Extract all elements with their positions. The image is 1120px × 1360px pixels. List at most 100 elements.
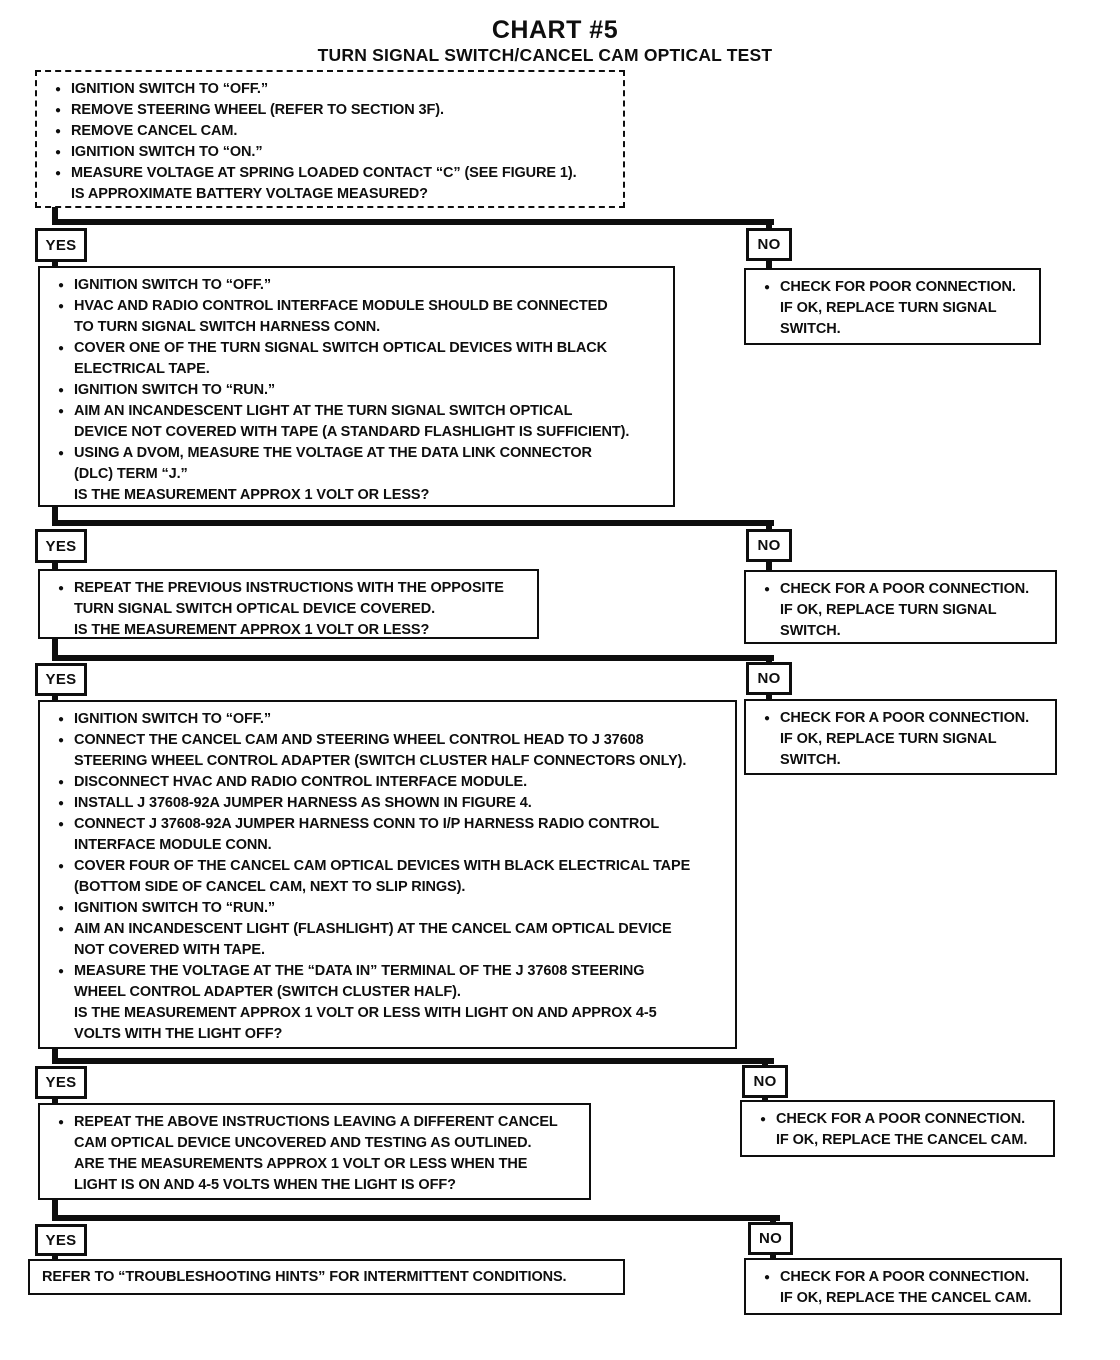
bullet-icon: ● [58, 798, 64, 809]
bullet-item: ● COVER ONE OF THE TURN SIGNAL SWITCH OPT… [48, 338, 667, 380]
bullet-list: ●CHECK FOR A POOR CONNECTION. IF OK, REP… [754, 579, 1049, 642]
bullet-icon: ● [764, 713, 770, 724]
bullet-text: CONNECT THE CANCEL CAM AND STEERING WHEE… [74, 732, 687, 769]
bullet-text: IGNITION SWITCH TO “RUN.” [74, 382, 276, 398]
bullet-icon: ● [55, 105, 61, 116]
connector-stub [766, 526, 772, 531]
bullet-list: ●REPEAT THE ABOVE INSTRUCTIONS LEAVING A… [48, 1112, 583, 1154]
connector-stub [52, 1049, 58, 1060]
decision-question: IS THE MEASUREMENT APPROX 1 VOLT OR LESS… [74, 622, 430, 638]
bullet-icon: ● [58, 583, 64, 594]
bullet-icon: ● [58, 903, 64, 914]
connector-stub [52, 507, 58, 522]
bullet-item: ● REMOVE STEERING WHEEL (REFER TO SECTION… [45, 100, 617, 121]
bullet-list: ●IGNITION SWITCH TO “OFF.”●CONNECT THE C… [48, 709, 729, 1003]
bullet-item: ● COVER FOUR OF THE CANCEL CAM OPTICAL DE… [48, 856, 729, 898]
bullet-item: ●CONNECT THE CANCEL CAM AND STEERING WHE… [48, 730, 729, 772]
bullet-item: ●IGNITION SWITCH TO “OFF.” [45, 79, 617, 100]
no-result-box-2: ●CHECK FOR A POOR CONNECTION. IF OK, REP… [744, 570, 1057, 644]
bullet-icon: ● [58, 385, 64, 396]
bullet-text: CONNECT J 37608-92A JUMPER HARNESS CONN … [74, 816, 660, 853]
troubleshooting-hints-box: REFER TO “TROUBLESHOOTING HINTS” FOR INT… [28, 1259, 625, 1295]
bullet-text: COVER FOUR OF THE CANCEL CAM OPTICAL DEV… [74, 858, 691, 895]
procedure-box-4: ●IGNITION SWITCH TO “OFF.”●CONNECT THE C… [38, 700, 737, 1049]
bullet-icon: ● [58, 714, 64, 725]
bullet-list: ●IGNITION SWITCH TO “OFF.”●REMOVE STEERI… [45, 79, 617, 184]
bullet-item: ●IGNITION SWITCH TO “RUN.” [48, 898, 729, 919]
connector-stub [52, 696, 58, 702]
bullet-text: CHECK FOR A POOR CONNECTION. IF OK, REPL… [776, 1111, 1028, 1148]
bullet-item: ●DISCONNECT HVAC AND RADIO CONTROL INTER… [48, 772, 729, 793]
bullet-list: ● CHECK FOR A POOR CONNECTION. IF OK, REP… [750, 1109, 1047, 1151]
bullet-icon: ● [55, 147, 61, 158]
bullet-text: MEASURE VOLTAGE AT SPRING LOADED CONTACT… [71, 165, 577, 181]
bullet-icon: ● [55, 126, 61, 137]
connector-stub [52, 639, 58, 657]
no-result-box-5: ● CHECK FOR A POOR CONNECTION. IF OK, REP… [744, 1258, 1062, 1315]
yes-label: YES [35, 228, 87, 262]
bullet-item: ●REPEAT THE ABOVE INSTRUCTIONS LEAVING A… [48, 1112, 583, 1154]
no-result-box-1: ●CHECK FOR POOR CONNECTION. IF OK, REPLA… [744, 268, 1041, 345]
bullet-list: ●CHECK FOR POOR CONNECTION. IF OK, REPLA… [754, 277, 1033, 340]
bullet-text: REMOVE STEERING WHEEL (REFER TO SECTION … [71, 102, 444, 118]
bullet-item: ●CHECK FOR A POOR CONNECTION. IF OK, REP… [754, 579, 1049, 642]
bullet-icon: ● [55, 84, 61, 95]
bullet-item: ●IGNITION SWITCH TO “OFF.” [48, 275, 667, 296]
yes-label: YES [35, 1224, 87, 1256]
bullet-list: ● CHECK FOR A POOR CONNECTION. IF OK, REP… [754, 708, 1049, 771]
start-procedure-box: ●IGNITION SWITCH TO “OFF.”●REMOVE STEERI… [35, 70, 625, 208]
connector-stub [770, 1255, 776, 1259]
bullet-item: ● AIM AN INCANDESCENT LIGHT AT THE TURN S… [48, 401, 667, 443]
bullet-icon: ● [58, 406, 64, 417]
bullet-text: AIM AN INCANDESCENT LIGHT (FLASHLIGHT) A… [74, 921, 672, 958]
connector-stub [52, 563, 58, 569]
bullet-item: ●MEASURE VOLTAGE AT SPRING LOADED CONTAC… [45, 163, 617, 184]
bullet-text: CHECK FOR A POOR CONNECTION. IF OK, REPL… [780, 1269, 1032, 1306]
bullet-icon: ● [58, 966, 64, 977]
bullet-text: INSTALL J 37608-92A JUMPER HARNESS AS SH… [74, 795, 532, 811]
page-subtitle: TURN SIGNAL SWITCH/CANCEL CAM OPTICAL TE… [317, 45, 773, 65]
connector-bar [52, 520, 774, 526]
bullet-text: CHECK FOR A POOR CONNECTION. IF OK, REPL… [780, 710, 1030, 768]
bullet-text: HVAC AND RADIO CONTROL INTERFACE MODULE … [74, 298, 608, 335]
bullet-icon: ● [58, 924, 64, 935]
connector-stub [766, 562, 772, 570]
decision-question: IS THE MEASUREMENT APPROX 1 VOLT OR LESS… [74, 1005, 657, 1042]
yes-label: YES [35, 529, 87, 563]
bullet-text: IGNITION SWITCH TO “ON.” [71, 144, 263, 160]
bullet-text: USING A DVOM, MEASURE THE VOLTAGE AT THE… [74, 445, 592, 482]
bullet-text: COVER ONE OF THE TURN SIGNAL SWITCH OPTI… [74, 340, 607, 377]
bullet-icon: ● [58, 343, 64, 354]
decision-question: IS APPROXIMATE BATTERY VOLTAGE MEASURED? [71, 186, 428, 202]
bullet-icon: ● [764, 1272, 770, 1283]
bullet-icon: ● [58, 819, 64, 830]
bullet-icon: ● [58, 280, 64, 291]
no-label: NO [746, 529, 792, 562]
procedure-box-3: ● REPEAT THE PREVIOUS INSTRUCTIONS WITH T… [38, 569, 539, 639]
bullet-text: DISCONNECT HVAC AND RADIO CONTROL INTERF… [74, 774, 527, 790]
connector-bar [52, 219, 774, 225]
connector-stub [766, 695, 772, 701]
bullet-item: ●USING A DVOM, MEASURE THE VOLTAGE AT TH… [48, 443, 667, 485]
connector-bar [52, 1058, 774, 1064]
final-instruction: REFER TO “TROUBLESHOOTING HINTS” FOR INT… [42, 1269, 567, 1285]
bullet-item: ●CHECK FOR POOR CONNECTION. IF OK, REPLA… [754, 277, 1033, 340]
no-label: NO [742, 1065, 788, 1098]
bullet-list: ●IGNITION SWITCH TO “OFF.”●HVAC AND RADI… [48, 275, 667, 485]
bullet-text: REPEAT THE PREVIOUS INSTRUCTIONS WITH TH… [74, 580, 504, 617]
no-label: NO [746, 228, 792, 261]
bullet-icon: ● [58, 861, 64, 872]
bullet-text: MEASURE THE VOLTAGE AT THE “DATA IN” TER… [74, 963, 645, 1000]
bullet-item: ● AIM AN INCANDESCENT LIGHT (FLASHLIGHT) … [48, 919, 729, 961]
bullet-item: ●REMOVE CANCEL CAM. [45, 121, 617, 142]
bullet-item: ● HVAC AND RADIO CONTROL INTERFACE MODULE… [48, 296, 667, 338]
bullet-item: ● MEASURE THE VOLTAGE AT THE “DATA IN” TE… [48, 961, 729, 1003]
bullet-icon: ● [760, 1114, 766, 1125]
bullet-icon: ● [58, 301, 64, 312]
bullet-text: IGNITION SWITCH TO “OFF.” [74, 711, 272, 727]
bullet-text: AIM AN INCANDESCENT LIGHT AT THE TURN SI… [74, 403, 630, 440]
bullet-text: REPEAT THE ABOVE INSTRUCTIONS LEAVING A … [74, 1114, 558, 1151]
bullet-icon: ● [764, 584, 770, 595]
no-result-box-4: ● CHECK FOR A POOR CONNECTION. IF OK, REP… [740, 1100, 1055, 1157]
